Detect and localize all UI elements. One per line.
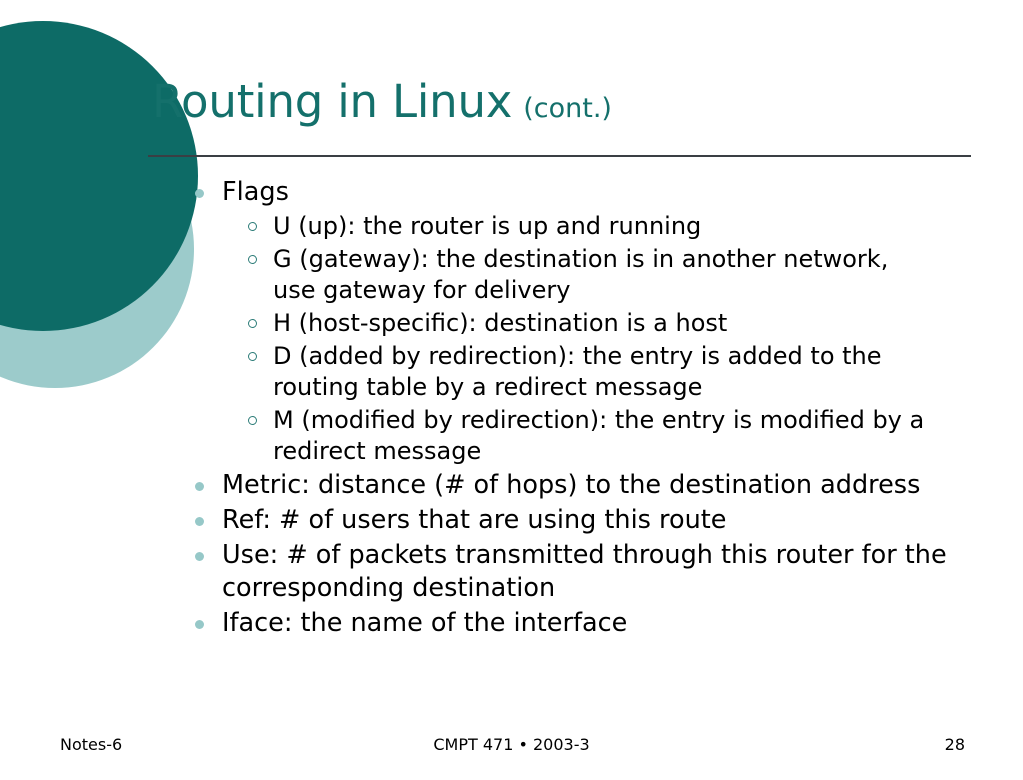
bullet-dot-icon xyxy=(195,517,204,526)
footer-page-number: 28 xyxy=(944,735,965,754)
sub-bullet-text: G (gateway): the destination is in anoth… xyxy=(273,245,889,304)
bullet-ring-icon xyxy=(248,222,257,231)
sub-bullet-text: D (added by redirection): the entry is a… xyxy=(273,342,882,401)
light-teal-circle-shape xyxy=(0,110,194,388)
slide-title: Routing in Linux (cont.) xyxy=(152,76,982,146)
bullet-item: Flags xyxy=(190,176,964,209)
dark-teal-circle-shape xyxy=(0,21,198,331)
sub-bullet-item: D (added by redirection): the entry is a… xyxy=(247,341,933,403)
bullet-text: Flags xyxy=(222,177,289,207)
bullet-ring-icon xyxy=(248,319,257,328)
slide-title-main: Routing in Linux xyxy=(152,75,513,128)
bullet-ring-icon xyxy=(248,352,257,361)
sub-bullet-text: U (up): the router is up and running xyxy=(273,212,702,240)
title-divider-rule xyxy=(148,155,971,157)
footer-course-label: CMPT 471 • 2003-3 xyxy=(433,735,590,754)
sub-bullet-item: G (gateway): the destination is in anoth… xyxy=(247,244,933,306)
sub-bullet-item: M (modified by redirection): the entry i… xyxy=(247,405,933,467)
sub-bullet-list: U (up): the router is up and running G (… xyxy=(190,211,990,467)
slide-body: Flags U (up): the router is up and runni… xyxy=(190,176,990,642)
sub-bullet-text: M (modified by redirection): the entry i… xyxy=(273,406,925,465)
bullet-text: Iface: the name of the interface xyxy=(222,608,628,638)
slide-footer: Notes-6 CMPT 471 • 2003-3 28 xyxy=(0,733,1023,765)
bullet-dot-icon xyxy=(195,620,204,629)
bullet-ring-icon xyxy=(248,255,257,264)
sub-bullet-item: U (up): the router is up and running xyxy=(247,211,933,242)
bullet-item: Iface: the name of the interface xyxy=(190,607,964,640)
sub-bullet-text: H (host-specific): destination is a host xyxy=(273,309,728,337)
bullet-item: Use: # of packets transmitted through th… xyxy=(190,539,964,605)
sub-bullet-item: H (host-specific): destination is a host xyxy=(247,308,933,339)
bullet-ring-icon xyxy=(248,416,257,425)
bullet-text: Use: # of packets transmitted through th… xyxy=(222,540,947,603)
bullet-item: Ref: # of users that are using this rout… xyxy=(190,504,964,537)
bullet-dot-icon xyxy=(195,552,204,561)
bullet-dot-icon xyxy=(195,189,204,198)
bullet-item: Metric: distance (# of hops) to the dest… xyxy=(190,469,964,502)
bullet-dot-icon xyxy=(195,482,204,491)
bullet-text: Metric: distance (# of hops) to the dest… xyxy=(222,470,921,500)
slide-title-continuation: (cont.) xyxy=(523,93,612,124)
footer-notes-label: Notes-6 xyxy=(60,735,123,754)
bullet-text: Ref: # of users that are using this rout… xyxy=(222,505,727,535)
